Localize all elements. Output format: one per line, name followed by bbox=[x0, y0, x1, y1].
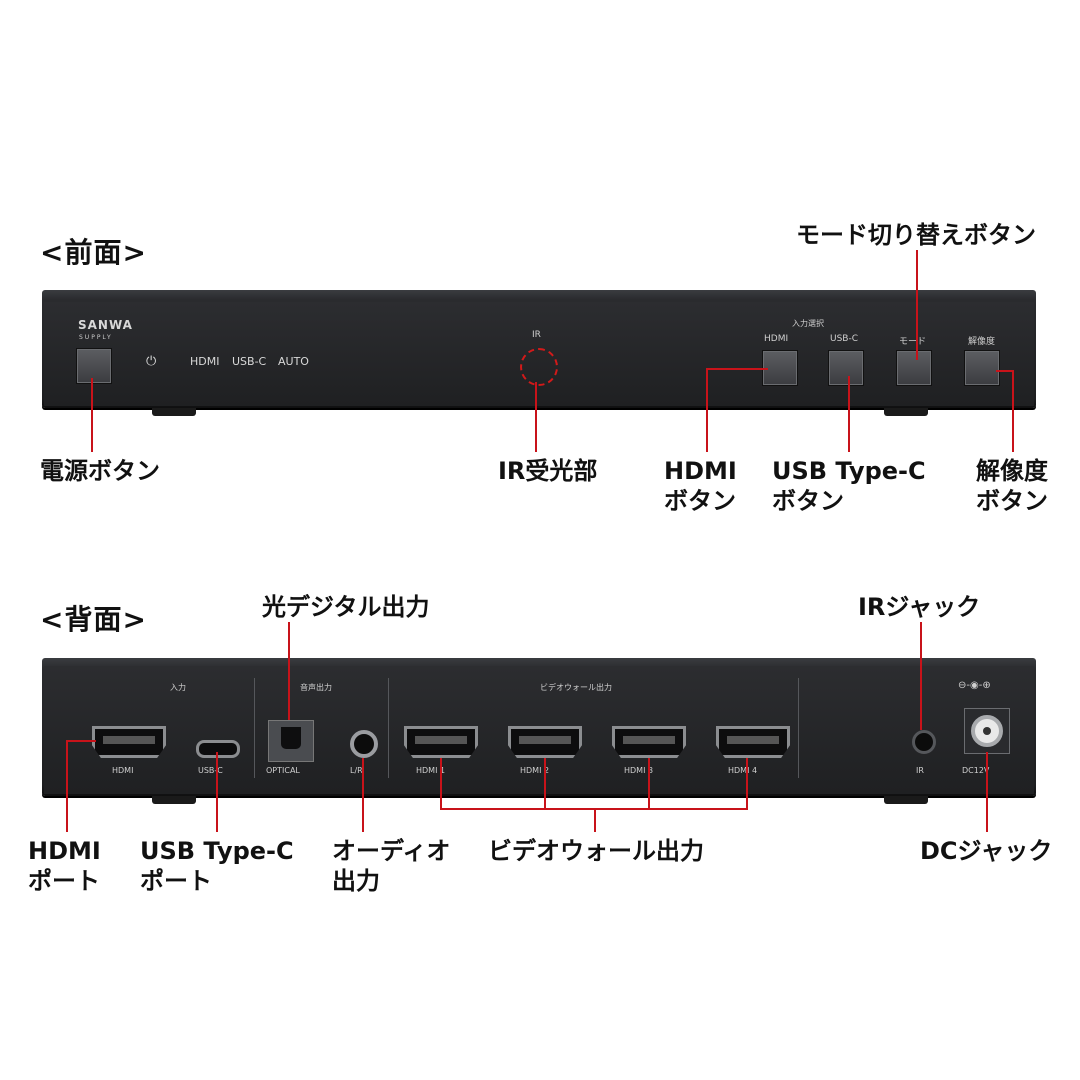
callout-hdmi-port-line1: HDMI bbox=[28, 837, 101, 865]
divider-2 bbox=[388, 678, 389, 778]
ir-receiver-indicator bbox=[520, 348, 558, 386]
audio-lr-jack[interactable] bbox=[350, 730, 378, 758]
callout-ir-receiver: IR受光部 bbox=[498, 457, 598, 485]
mode-button[interactable] bbox=[896, 350, 932, 386]
button-label-mode: モード bbox=[899, 337, 927, 347]
callout-resolution-button-line2: ボタン bbox=[976, 487, 1048, 515]
leader-hdmi-port-h bbox=[66, 740, 96, 742]
divider-3 bbox=[798, 678, 799, 778]
port-label-optical: OPTICAL bbox=[266, 766, 300, 775]
front-panel-device: SANWA SUPPLY ⏻ HDMI USB-C AUTO IR 入力選択 H… bbox=[42, 290, 1036, 408]
back-foot-left bbox=[152, 796, 196, 804]
callout-audio-out-line2: 出力 bbox=[332, 867, 380, 895]
front-foot-left bbox=[152, 408, 196, 416]
optical-port[interactable] bbox=[268, 720, 314, 762]
hdmi-output-port-4[interactable] bbox=[716, 726, 790, 758]
callout-usbc-port-line1: USB Type-C bbox=[140, 837, 294, 865]
brand-logo: SANWA bbox=[78, 318, 133, 332]
leader-resolution-v bbox=[1012, 370, 1014, 452]
front-heading: <前面> bbox=[40, 236, 147, 269]
leader-vw-stem bbox=[594, 808, 596, 832]
back-foot-right bbox=[884, 796, 928, 804]
port-label-hdmi4: HDMI 4 bbox=[728, 766, 758, 775]
leader-vw-4 bbox=[746, 758, 748, 810]
button-label-usbc: USB-C bbox=[830, 334, 859, 344]
callout-optical-out: 光デジタル出力 bbox=[262, 593, 430, 621]
front-foot-right bbox=[884, 408, 928, 416]
button-label-resolution: 解像度 bbox=[968, 337, 996, 347]
port-label-usbc: USB-C bbox=[198, 766, 223, 775]
leader-hdmi-h bbox=[706, 368, 768, 370]
leader-vw-1 bbox=[440, 758, 442, 810]
button-label-hdmi: HDMI bbox=[764, 334, 789, 344]
leader-power bbox=[91, 378, 93, 452]
back-heading: <背面> bbox=[40, 603, 147, 636]
indicator-usbc: USB-C bbox=[232, 355, 267, 368]
leader-audio bbox=[362, 758, 364, 832]
port-label-ir: IR bbox=[916, 766, 924, 775]
leader-mode bbox=[916, 250, 918, 360]
indicator-hdmi: HDMI bbox=[190, 355, 220, 368]
callout-resolution-button-line1: 解像度 bbox=[976, 457, 1048, 485]
callout-videowall-out: ビデオウォール出力 bbox=[488, 837, 704, 865]
divider-1 bbox=[254, 678, 255, 778]
back-panel-device: 入力 音声出力 ビデオウォール出力 HDMI USB-C OPTICAL L/R… bbox=[42, 658, 1036, 796]
usbc-port[interactable] bbox=[196, 740, 240, 758]
callout-hdmi-port-line2: ポート bbox=[28, 867, 100, 895]
leader-ir bbox=[535, 382, 537, 452]
hdmi-select-button[interactable] bbox=[762, 350, 798, 386]
callout-power-button: 電源ボタン bbox=[40, 457, 160, 485]
input-select-label: 入力選択 bbox=[792, 319, 824, 328]
power-icon: ⏻ bbox=[146, 354, 157, 369]
port-label-dc: DC12V bbox=[962, 766, 990, 775]
port-label-hdmi: HDMI bbox=[112, 766, 134, 775]
leader-usbc bbox=[848, 376, 850, 452]
hdmi-input-port[interactable] bbox=[92, 726, 166, 758]
brand-logo-sub: SUPPLY bbox=[79, 334, 113, 341]
leader-hdmi-port-v bbox=[66, 740, 68, 832]
port-label-hdmi1: HDMI 1 bbox=[416, 766, 446, 775]
leader-resolution-h bbox=[996, 370, 1014, 372]
callout-hdmi-button-line2: ボタン bbox=[664, 487, 736, 515]
callout-mode-switch-button: モード切り替えボタン bbox=[796, 221, 1036, 249]
leader-vw-2 bbox=[544, 758, 546, 810]
usbc-select-button[interactable] bbox=[828, 350, 864, 386]
leader-dc bbox=[986, 752, 988, 832]
callout-ir-jack: IRジャック bbox=[858, 593, 981, 621]
leader-optical bbox=[288, 622, 290, 720]
section-input-label: 入力 bbox=[170, 683, 186, 692]
indicator-auto: AUTO bbox=[278, 355, 309, 368]
ir-jack[interactable] bbox=[912, 730, 936, 754]
hdmi-output-port-3[interactable] bbox=[612, 726, 686, 758]
port-label-lr: L/R bbox=[350, 766, 363, 775]
hdmi-output-port-2[interactable] bbox=[508, 726, 582, 758]
power-button[interactable] bbox=[76, 348, 112, 384]
section-videowall-label: ビデオウォール出力 bbox=[540, 683, 612, 692]
port-label-hdmi2: HDMI 2 bbox=[520, 766, 550, 775]
leader-ir-jack bbox=[920, 622, 922, 730]
dc-jack-housing bbox=[964, 708, 1010, 754]
callout-usbc-button-line1: USB Type-C bbox=[772, 457, 926, 485]
hdmi-output-port-1[interactable] bbox=[404, 726, 478, 758]
callout-usbc-port-line2: ポート bbox=[140, 867, 212, 895]
leader-vw-3 bbox=[648, 758, 650, 810]
ir-label: IR bbox=[532, 330, 541, 340]
port-label-hdmi3: HDMI 3 bbox=[624, 766, 654, 775]
callout-hdmi-button-line1: HDMI bbox=[664, 457, 737, 485]
dc-polarity-symbol: ⊖-◉-⊕ bbox=[958, 680, 991, 691]
dc-jack[interactable] bbox=[971, 715, 1003, 747]
callout-usbc-button-line2: ボタン bbox=[772, 487, 844, 515]
leader-usbc-port bbox=[216, 752, 218, 832]
section-audio-label: 音声出力 bbox=[300, 683, 332, 692]
callout-audio-out-line1: オーディオ bbox=[332, 837, 451, 865]
leader-hdmi-v bbox=[706, 368, 708, 452]
resolution-button[interactable] bbox=[964, 350, 1000, 386]
callout-dc-jack: DCジャック bbox=[920, 837, 1053, 865]
